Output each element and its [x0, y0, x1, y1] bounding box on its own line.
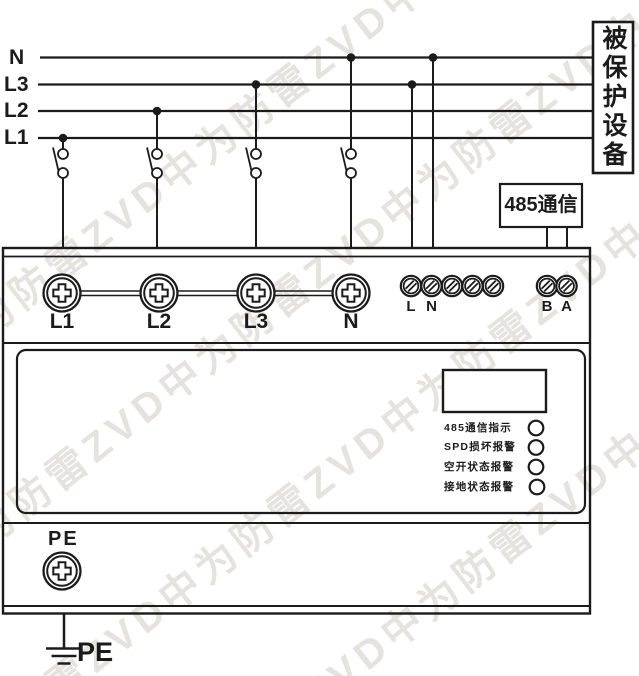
- breaker-switch-l1: [52, 146, 69, 179]
- breaker-switch-l2: [146, 146, 163, 179]
- terminal-label-n: N: [343, 310, 359, 333]
- led-breaker: [527, 458, 545, 476]
- breaker-switches: [52, 146, 357, 179]
- drop-wires: [62, 57, 568, 248]
- bus-label-l1: L1: [4, 126, 29, 149]
- led-comm: [527, 419, 545, 437]
- terminal-screw-l3: [236, 273, 276, 313]
- indicator-label-comm: 485通信指示: [444, 421, 512, 434]
- terminal-label-small-l: L: [406, 298, 416, 315]
- terminal-screw-b: [535, 274, 559, 298]
- terminal-label-b: B: [541, 298, 553, 315]
- comm-box-label: 485通信: [504, 194, 578, 216]
- bus-label-l2: L2: [4, 99, 29, 122]
- pe-terminal-label: PE: [48, 528, 79, 550]
- terminal-screw-small-l: [399, 274, 423, 298]
- terminal-screw-a: [555, 274, 578, 298]
- bus-label-l3: L3: [4, 73, 29, 96]
- front-panel: [15, 348, 587, 515]
- terminal-label-l1: L1: [49, 310, 75, 333]
- terminal-screw-l2: [139, 273, 179, 313]
- terminal-screw-pe: [42, 551, 82, 591]
- breaker-switch-l3: [245, 146, 262, 179]
- terminal-screw-small-n: [420, 274, 443, 298]
- breaker-switch-n: [340, 146, 357, 179]
- pe-ground-label: PE: [77, 637, 114, 667]
- led-ground: [528, 478, 546, 496]
- terminal-screw-l1: [42, 273, 82, 313]
- bus-label-n: N: [9, 46, 25, 69]
- display-window: [441, 368, 548, 414]
- terminal-screw-small-4: [461, 274, 484, 298]
- signal-terminals: [399, 274, 578, 298]
- terminal-label-l2: L2: [146, 310, 172, 333]
- indicator-label-ground: 接地状态报警: [444, 480, 515, 493]
- terminal-screw-small-5: [481, 274, 505, 298]
- indicator-label-breaker: 空开状态报警: [444, 460, 515, 473]
- indicator-leds: [527, 419, 546, 496]
- indicator-label-spd: SPD损坏报警: [444, 441, 516, 453]
- comm-box: [498, 182, 584, 229]
- terminal-label-l3: L3: [243, 310, 269, 333]
- device-body: [1, 246, 592, 615]
- terminal-screw-small-3: [440, 274, 464, 298]
- terminal-link-bar: [62, 290, 351, 297]
- terminal-label-a: A: [561, 298, 572, 315]
- terminal-label-small-n: N: [426, 298, 437, 315]
- main-terminals: [42, 273, 371, 313]
- earth-ground-symbol: [46, 613, 82, 665]
- protected-device-label: 被保护设备: [599, 25, 627, 170]
- led-spd: [527, 439, 545, 456]
- protected-device-box: [591, 20, 635, 175]
- junction-dots: [58, 53, 438, 143]
- bus-lines: [38, 56, 593, 140]
- terminal-screw-n: [331, 273, 371, 313]
